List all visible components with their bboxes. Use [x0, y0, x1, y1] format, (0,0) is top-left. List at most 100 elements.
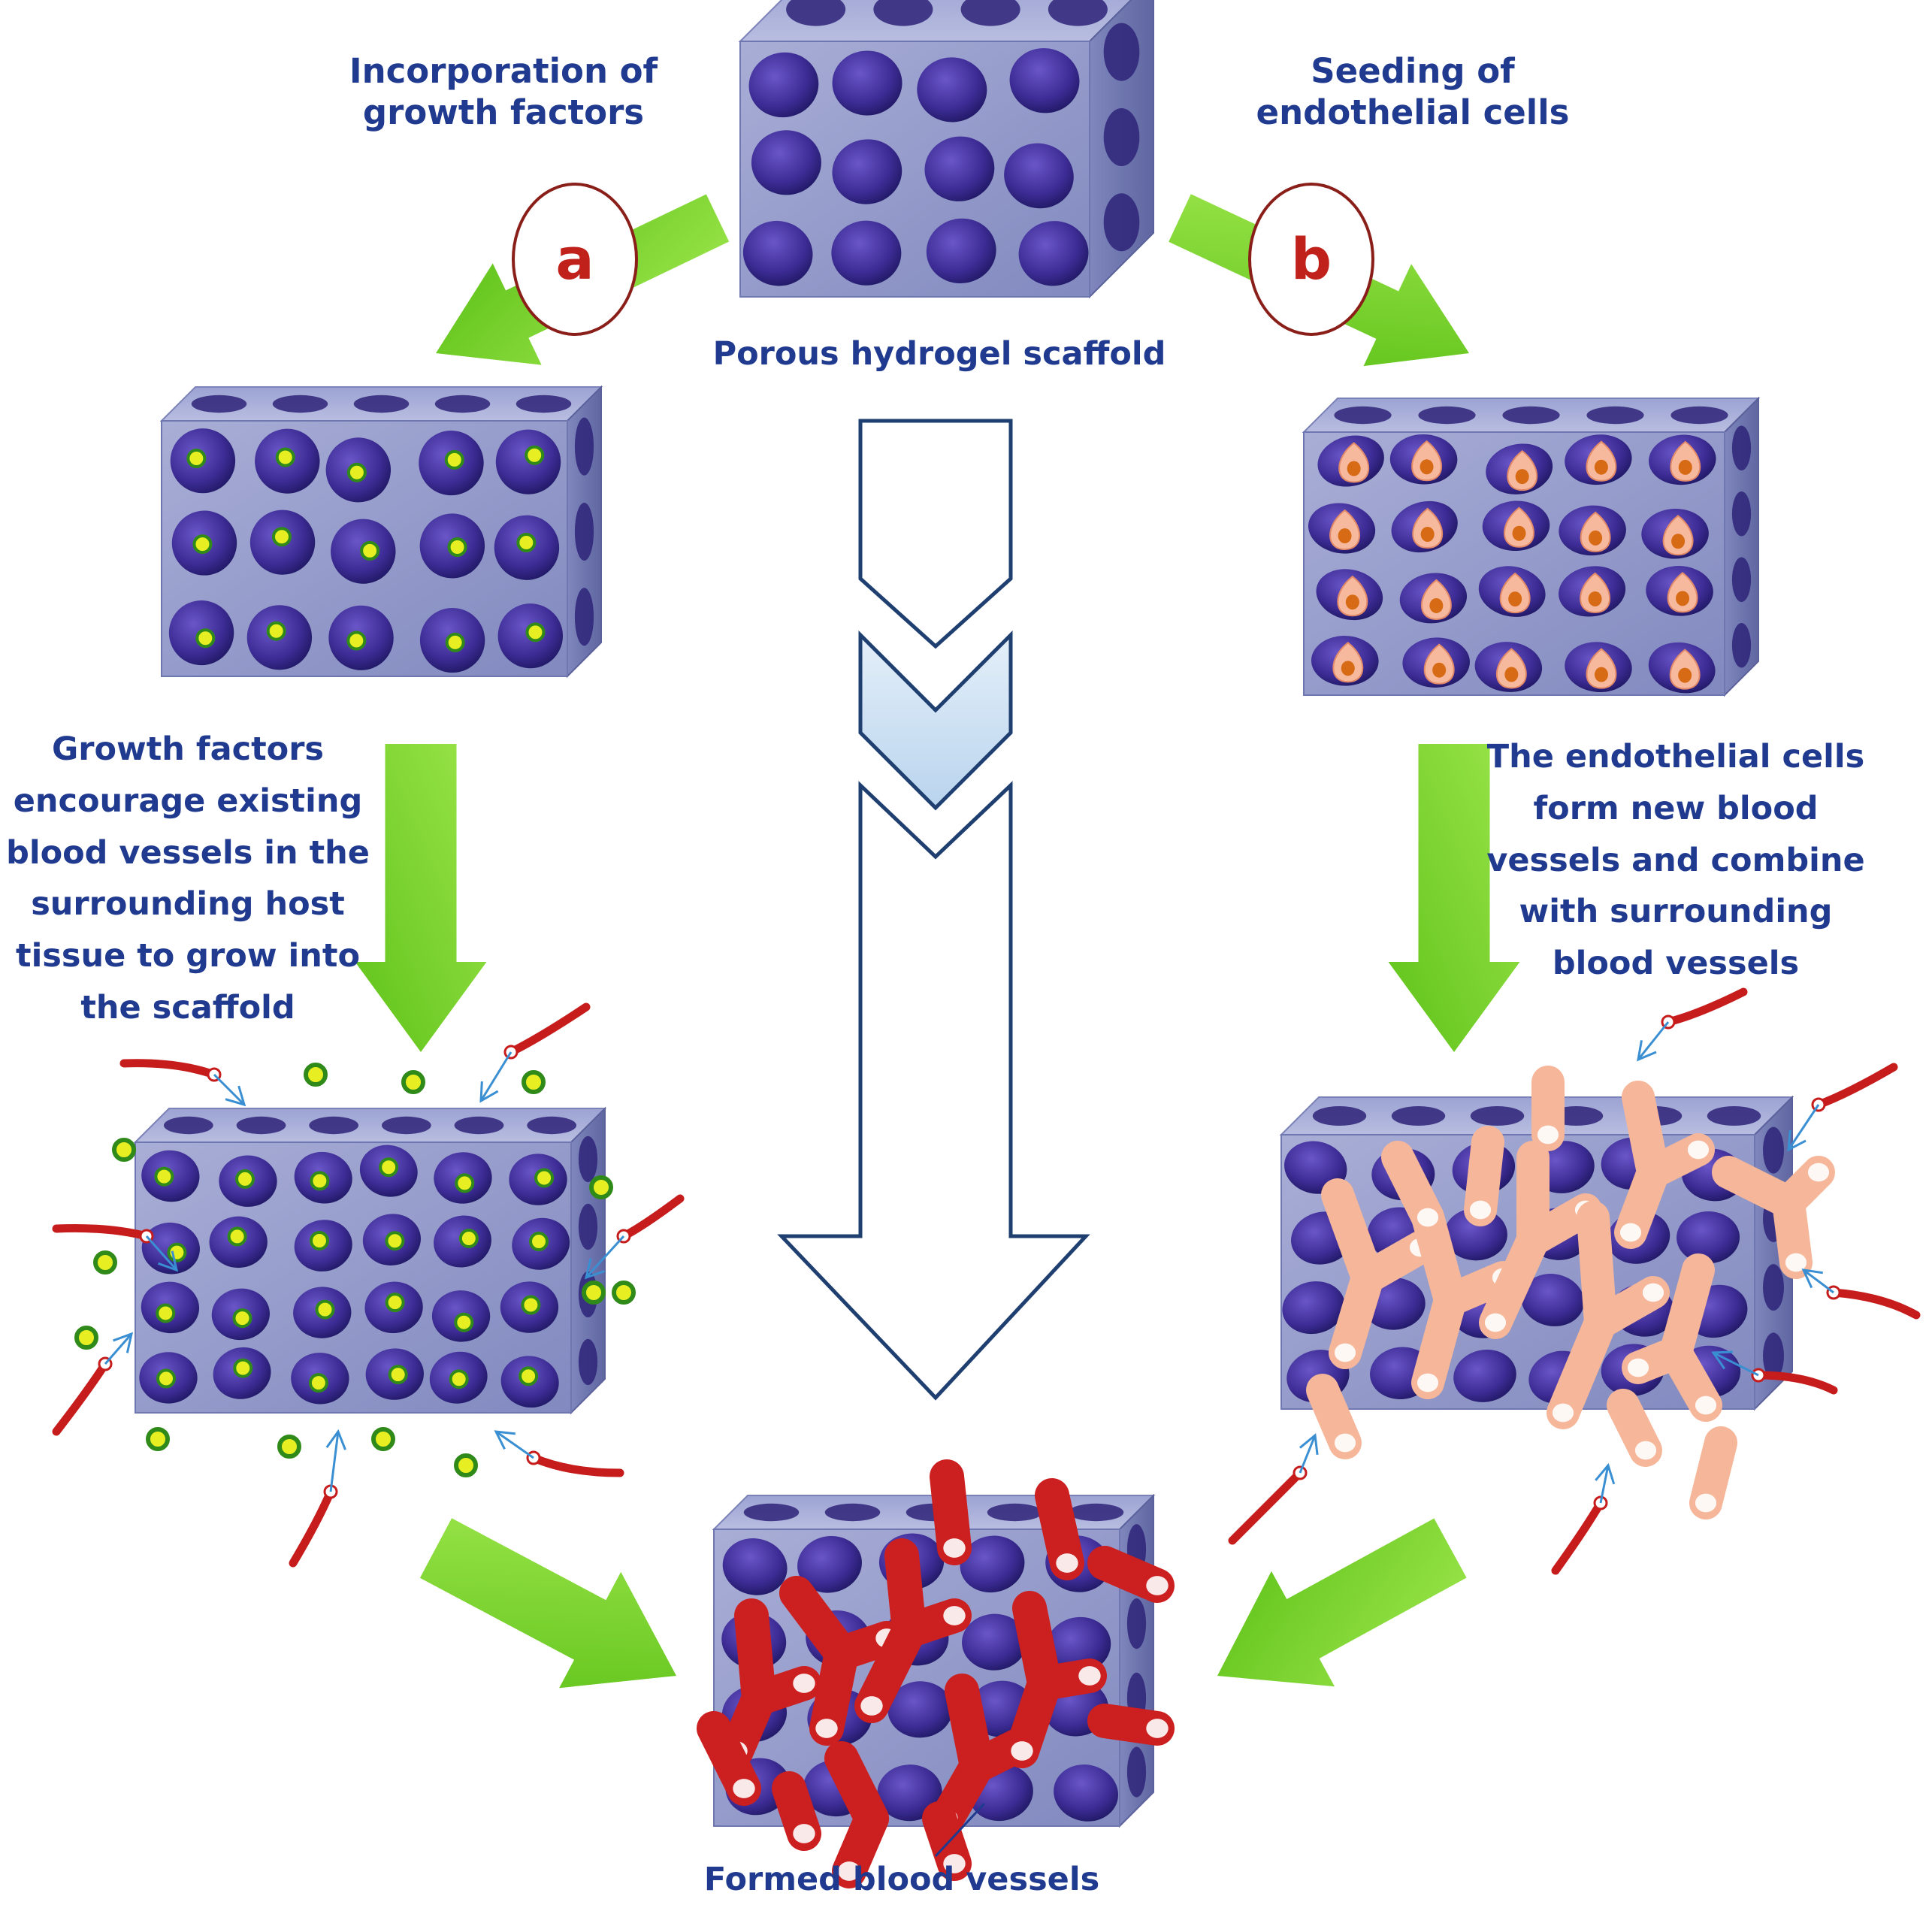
central-arrow-chevron — [858, 630, 1013, 811]
host-blood-vessel — [1754, 1371, 1838, 1395]
pore-top — [1586, 406, 1644, 425]
growth-factor-dot — [385, 1231, 405, 1251]
host-blood-vessel — [1829, 1288, 1921, 1320]
cell-nucleus — [1671, 534, 1686, 549]
free-growth-factor — [277, 1435, 301, 1459]
pore-top — [1502, 406, 1560, 425]
label-endothelial-description: The endothelial cells form new blood ves… — [1486, 738, 1865, 983]
vessel-opening — [1334, 1433, 1356, 1453]
pore-side — [1103, 193, 1140, 252]
pore-side — [1731, 491, 1752, 537]
host-blood-vessel — [1228, 1468, 1305, 1545]
vessel-opening — [1695, 1395, 1717, 1415]
growth-factor-dot — [186, 449, 207, 469]
label-incorporation-growth-factors: Incorporation of growth factors — [349, 51, 658, 132]
vessel-opening — [1416, 1208, 1439, 1227]
growth-factor-dot — [346, 630, 367, 651]
label-growth-factors-description: Growth factors encourage existing blood … — [6, 730, 370, 1027]
growth-factor-dot — [235, 1169, 255, 1189]
growth-factor-dot — [315, 1299, 335, 1320]
vessel-opening — [1537, 1125, 1559, 1144]
host-blood-vessel — [1551, 1498, 1605, 1575]
green-arrow-to-bottom-left — [419, 1518, 677, 1689]
growth-factor-dot — [271, 527, 292, 547]
pore — [1004, 143, 1074, 209]
pore — [832, 50, 903, 116]
growth-direction-arrow — [1801, 1268, 1834, 1294]
growth-factor-dot — [154, 1166, 174, 1187]
growth-factor-dot — [449, 1369, 469, 1389]
cell-nucleus — [1420, 526, 1435, 542]
growth-factor-dot — [156, 1303, 176, 1323]
cell-nucleus — [1420, 459, 1434, 475]
pore-top — [1470, 1106, 1525, 1126]
growth-factor-dot — [444, 449, 464, 470]
green-arrow-body — [355, 744, 487, 1052]
cell-nucleus — [1345, 594, 1359, 610]
growth-direction-arrow — [1637, 1021, 1670, 1062]
pore — [1453, 1349, 1516, 1402]
green-arrow-to-bottom-right — [1217, 1518, 1467, 1687]
pore-top — [236, 1116, 286, 1135]
pore — [877, 1764, 942, 1822]
host-blood-vessel — [506, 1002, 591, 1057]
free-growth-factor — [454, 1453, 478, 1477]
vessel-opening — [1146, 1576, 1169, 1595]
free-growth-factor — [371, 1427, 395, 1451]
pore-top — [309, 1116, 359, 1135]
central-arrow-top-segment — [858, 419, 1013, 649]
pore — [832, 139, 903, 204]
growth-factor-dot — [455, 1173, 475, 1193]
pore — [1677, 1211, 1740, 1264]
vessel-tube — [1306, 1374, 1362, 1459]
growth-factor-dot — [309, 1230, 329, 1250]
vessel-tube — [1689, 1426, 1737, 1519]
pore-side — [1731, 557, 1752, 602]
host-blood-vessel — [529, 1453, 624, 1477]
host-blood-vessel — [119, 1059, 219, 1079]
vessel-opening — [793, 1674, 815, 1693]
pore-top — [191, 395, 247, 413]
growth-factor-dot — [458, 1228, 479, 1248]
pore-side — [574, 417, 594, 476]
growth-factor-dot — [516, 533, 537, 553]
growth-direction-arrow — [213, 1073, 246, 1107]
central-arrow-main — [777, 781, 1090, 1401]
growth-factor-dot — [308, 1373, 328, 1393]
scaffold-growth-factor-block — [159, 385, 603, 679]
vessel-opening — [943, 1854, 966, 1873]
pore-top — [1391, 1106, 1446, 1126]
vessel-opening — [1334, 1343, 1356, 1362]
pore — [748, 52, 819, 118]
vessel-tube — [930, 1459, 972, 1565]
formed-vessels-pointer — [934, 1802, 986, 1858]
pore-side — [1103, 23, 1140, 81]
pore — [1054, 1764, 1118, 1822]
green-arrow-body — [1388, 744, 1520, 1052]
green-arrow-body — [1217, 1518, 1467, 1687]
vessel-opening — [1695, 1493, 1717, 1513]
pore — [1009, 48, 1080, 113]
pore-side — [574, 502, 594, 561]
growth-direction-arrow — [145, 1235, 179, 1272]
green-arrow-body — [419, 1518, 677, 1689]
badge-b-label: b — [1290, 225, 1332, 292]
growth-factor-dot — [388, 1365, 408, 1385]
pore-top — [960, 0, 1020, 26]
free-growth-factor — [401, 1070, 425, 1094]
growth-factor-dot — [519, 1366, 539, 1386]
vessel-opening — [793, 1824, 815, 1843]
cell-nucleus — [1594, 459, 1608, 475]
growth-factor-dot — [233, 1358, 253, 1378]
cell-nucleus — [1589, 530, 1603, 546]
pore-side — [1731, 623, 1752, 668]
pore — [1018, 221, 1089, 286]
growth-factor-dot — [346, 462, 367, 482]
host-blood-vessel — [619, 1194, 685, 1241]
label-formed-blood-vessels: Formed blood vessels — [703, 1861, 1100, 1898]
pore-side — [1763, 1264, 1784, 1311]
scaffold-gf-attracting-block — [133, 1106, 607, 1415]
pore-top — [163, 1116, 213, 1135]
free-growth-factor — [304, 1063, 328, 1087]
